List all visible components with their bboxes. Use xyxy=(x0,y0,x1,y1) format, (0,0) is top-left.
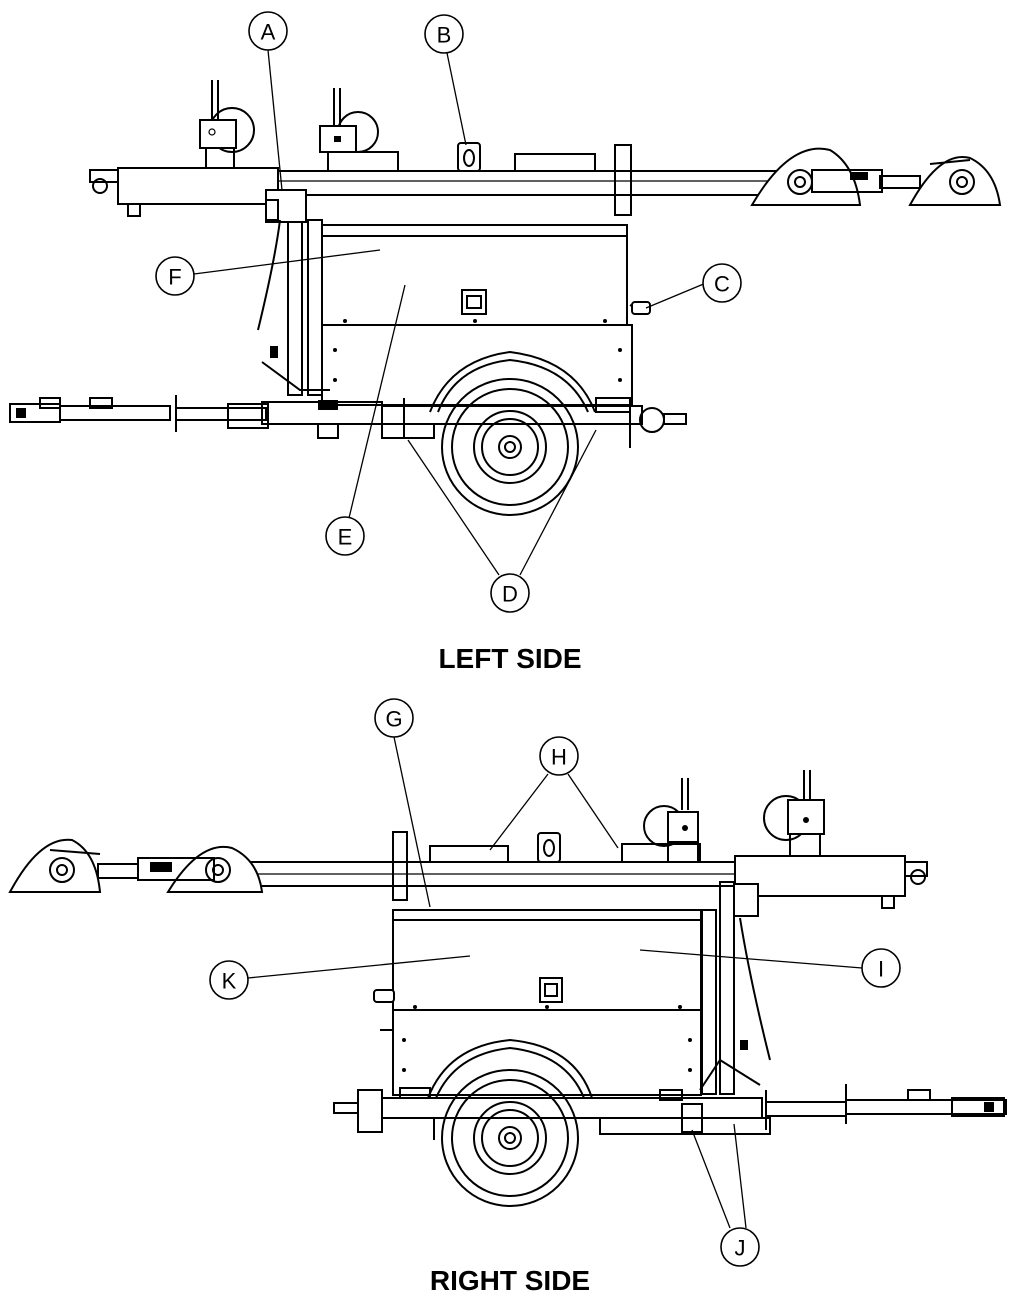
left-lamp-2 xyxy=(319,88,379,153)
callout-H: H xyxy=(539,736,579,776)
right-tow-frame xyxy=(333,1084,1007,1140)
left-end-lamp-2 xyxy=(908,156,1002,206)
callout-A: A xyxy=(248,11,288,51)
callout-C-label: C xyxy=(714,272,730,297)
right-mast-boom xyxy=(239,831,928,909)
right-side-title: RIGHT SIDE xyxy=(430,1265,590,1296)
callout-D: D xyxy=(490,573,530,613)
right-lamp-2 xyxy=(763,770,825,857)
callout-G: G xyxy=(374,698,414,738)
callout-I: I xyxy=(861,948,901,988)
callout-E: E xyxy=(325,516,365,556)
left-wheel xyxy=(429,350,596,516)
left-mast-boom xyxy=(89,142,779,217)
left-end-lamp-1 xyxy=(750,147,921,206)
right-mast-support xyxy=(699,881,771,1095)
callout-F: F xyxy=(155,256,195,296)
right-end-lamp-2 xyxy=(137,846,264,893)
callout-H-label: H xyxy=(551,745,567,770)
callout-F-label: F xyxy=(168,265,181,290)
right-end-lamp-1 xyxy=(8,838,139,893)
right-lamp-1 xyxy=(643,778,699,863)
left-leaders xyxy=(193,49,707,576)
callout-J-label: J xyxy=(735,1236,746,1261)
left-mast-support xyxy=(257,189,330,396)
callout-C: C xyxy=(702,263,742,303)
callout-D-label: D xyxy=(502,582,518,607)
left-lamp-1 xyxy=(199,80,255,169)
callout-I-label: I xyxy=(878,957,884,982)
callout-B-label: B xyxy=(437,23,452,48)
right-side-view xyxy=(8,770,1007,1207)
right-leaders xyxy=(247,736,863,1229)
callout-J: J xyxy=(720,1227,760,1267)
left-side-view xyxy=(9,80,1002,516)
left-side-title: LEFT SIDE xyxy=(438,643,581,674)
callout-E-label: E xyxy=(338,525,353,550)
left-generator-housing xyxy=(321,224,651,406)
callout-K-label: K xyxy=(222,969,237,994)
callout-G-label: G xyxy=(385,707,402,732)
callout-B: B xyxy=(424,14,464,54)
callout-K: K xyxy=(209,960,249,1000)
right-wheel xyxy=(427,1038,593,1207)
callout-A-label: A xyxy=(261,20,276,45)
right-generator-housing xyxy=(373,909,702,1096)
left-tow-frame xyxy=(9,395,687,448)
